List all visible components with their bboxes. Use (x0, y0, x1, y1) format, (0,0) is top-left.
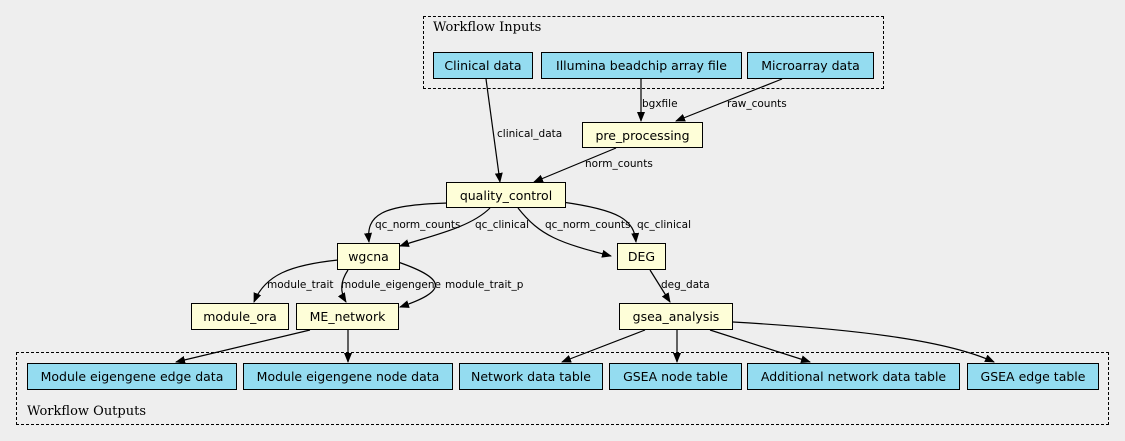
node-illumina-beadchip-array-file: Illumina beadchip array file (541, 52, 742, 79)
edge-wgcna-to-menetwork-eigengene (337, 269, 349, 303)
edge-gsea-to-additional (709, 329, 811, 364)
node-module-eigengene-node-data: Module eigengene node data (243, 363, 453, 390)
edge-qc-to-wgcna-clinical (399, 207, 491, 247)
workflow-outputs-cluster (16, 352, 1109, 425)
node-network-data-table: Network data table (459, 363, 603, 390)
edge-label-qc-norm-counts-wgcna: qc_norm_counts (375, 219, 461, 231)
edge-label-module-eigengene: module_eigengene (341, 279, 441, 291)
node-gsea-analysis: gsea_analysis (619, 303, 733, 330)
node-gsea-node-table: GSEA node table (609, 363, 742, 390)
node-gsea-edge-table: GSEA edge table (967, 363, 1099, 390)
node-deg: DEG (617, 243, 666, 270)
workflow-outputs-label: Workflow Outputs (27, 404, 146, 419)
edge-label-qc-clinical-wgcna: qc_clinical (475, 219, 529, 231)
edge-qc-to-deg-clinical (561, 201, 640, 243)
edge-qc-to-wgcna-norm (364, 202, 449, 243)
edge-deg-to-gsea (649, 269, 671, 303)
edge-label-module-trait: module_trait (267, 279, 334, 291)
edge-wgcna-to-moduleora (253, 259, 339, 303)
edge-clinical-to-qc (485, 78, 503, 183)
node-additional-network-data-table: Additional network data table (747, 363, 960, 390)
edge-label-qc-norm-counts-deg: qc_norm_counts (545, 219, 631, 231)
node-module-ora: module_ora (191, 303, 289, 330)
edge-microarray-to-preprocessing (675, 78, 783, 122)
workflow-inputs-cluster (423, 16, 884, 89)
edge-qc-to-deg-norm (517, 207, 612, 258)
edge-menetwork-to-meedge (175, 329, 311, 364)
edge-gsea-to-networktable (561, 329, 646, 363)
node-module-eigengene-edge-data: Module eigengene edge data (27, 363, 237, 390)
workflow-inputs-label: Workflow Inputs (433, 20, 542, 35)
node-me-network: ME_network (296, 303, 399, 330)
edge-gsea-to-gseaedge (732, 321, 995, 363)
edge-label-module-trait-p: module_trait_p (445, 279, 524, 291)
edge-label-bgxfile: bgxfile (642, 98, 678, 110)
edge-preprocessing-to-qc (533, 147, 617, 183)
edge-label-norm-counts: norm_counts (585, 158, 653, 170)
edge-label-qc-clinical-deg: qc_clinical (637, 219, 691, 231)
edge-label-raw-counts: raw_counts (727, 98, 787, 110)
node-clinical-data: Clinical data (433, 52, 533, 79)
node-pre-processing: pre_processing (582, 122, 703, 148)
edge-label-deg-data: deg_data (661, 279, 710, 291)
node-wgcna: wgcna (337, 243, 400, 270)
edge-wgcna-to-menetwork-traitp (397, 261, 436, 308)
node-quality-control: quality_control (446, 182, 566, 208)
edge-label-clinical-data: clinical_data (497, 128, 563, 140)
node-microarray-data: Microarray data (747, 52, 874, 79)
